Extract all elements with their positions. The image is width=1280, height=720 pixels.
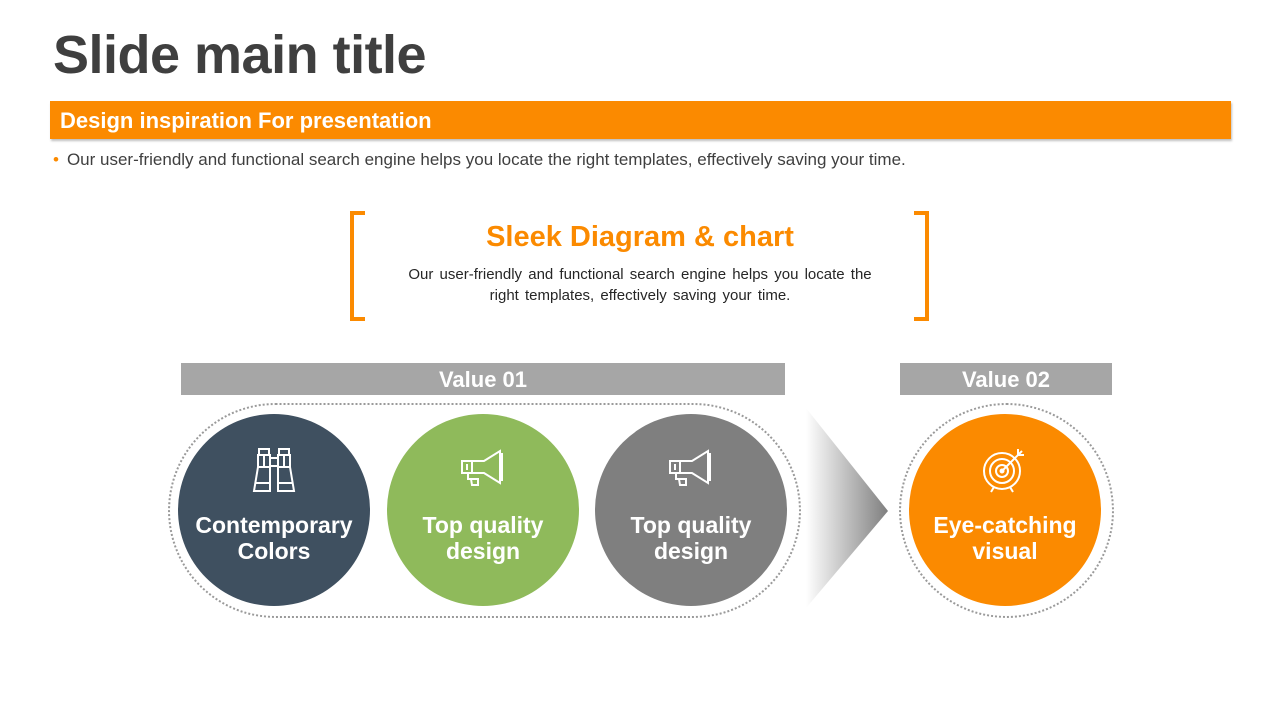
item-label-line2: design — [445, 538, 521, 564]
item-label-line2: Colors — [237, 538, 311, 564]
item-label-line2: design — [653, 538, 729, 564]
item-label-line2: visual — [972, 538, 1038, 564]
chevron-arrow — [806, 408, 888, 608]
item-eye-catching: Eye-catching visual — [909, 414, 1101, 606]
value-02-capsule — [899, 403, 1114, 618]
bullet-text: Our user-friendly and functional search … — [66, 150, 906, 169]
item-top-quality-gray: Top quality design — [595, 414, 787, 606]
callout-title: Sleek Diagram & chart — [486, 221, 794, 253]
item-label: Top quality design — [387, 512, 579, 564]
left-bracket — [350, 211, 365, 321]
bullet-line: • Our user-friendly and functional search… — [53, 150, 906, 170]
megaphone-icon — [669, 449, 711, 486]
callout-text: Our user-friendly and functional search … — [408, 266, 872, 304]
item-label-line1: Eye-catching — [933, 512, 1077, 538]
item-top-quality-green: Top quality design — [387, 414, 579, 606]
slide-title: Slide main title — [53, 25, 427, 85]
target-icon — [983, 449, 1024, 493]
value-01-capsule — [168, 403, 801, 618]
value-02-label: Value 02 — [900, 363, 1112, 395]
subtitle-bar: Design inspiration For presentation — [50, 101, 1231, 139]
item-label-line1: Top quality — [422, 512, 544, 538]
subtitle-text: Design inspiration For presentation — [60, 108, 432, 133]
item-label-line1: Contemporary — [195, 512, 353, 538]
megaphone-icon — [461, 449, 503, 486]
item-label: Top quality design — [595, 512, 787, 564]
item-label: Eye-catching visual — [909, 512, 1101, 564]
item-contemporary-colors: Contemporary Colors — [178, 414, 370, 606]
item-label: Contemporary Colors — [178, 512, 370, 564]
right-bracket — [914, 211, 929, 321]
bullet-dot: • — [53, 150, 59, 169]
value-01-label: Value 01 — [181, 363, 785, 395]
item-label-line1: Top quality — [630, 512, 752, 538]
binoculars-icon — [252, 448, 296, 492]
